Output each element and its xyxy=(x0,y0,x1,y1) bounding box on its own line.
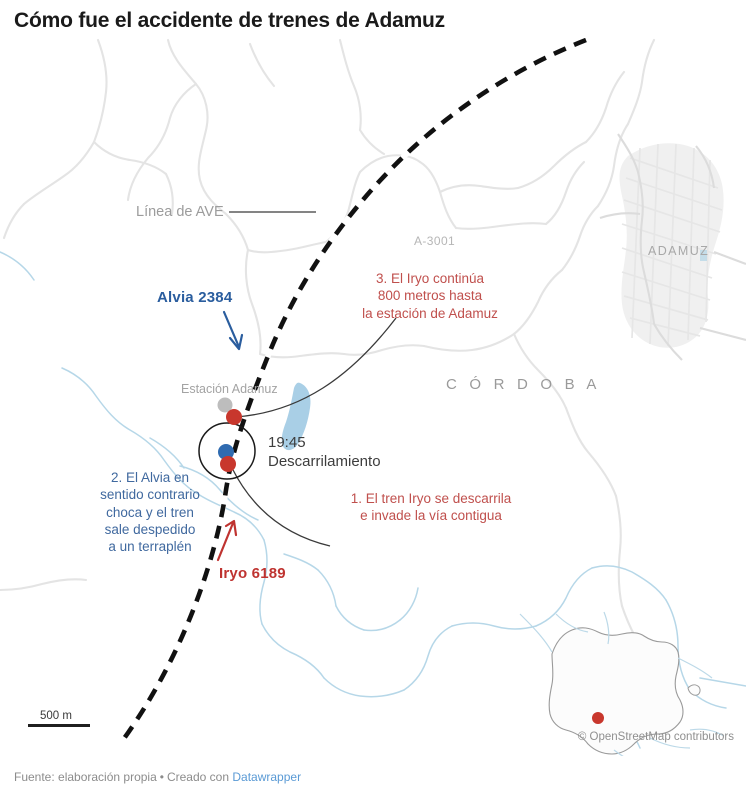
annotation-2-line-1: 2. El Alvia en xyxy=(110,470,190,485)
iryo-direction-arrow xyxy=(216,519,238,562)
water-features xyxy=(0,251,746,749)
annotation-2-line-3: choca y el tren xyxy=(106,504,194,520)
accident-circle xyxy=(198,422,256,480)
adamuz-urban-area xyxy=(599,133,746,361)
station-marker xyxy=(217,397,233,413)
footer: Fuente: elaboración propia•Creado con Da… xyxy=(14,770,301,784)
province-label: C Ó R D O B A xyxy=(446,376,601,393)
inset-location-marker xyxy=(592,712,604,724)
iryo-final-marker xyxy=(226,409,242,425)
footer-created-prefix: Creado con xyxy=(166,770,230,784)
event-time: 19:45 xyxy=(268,434,306,451)
event-label: Descarrilamiento xyxy=(268,453,381,470)
alvia-direction-arrow xyxy=(222,310,244,351)
annotation-2-line-2: sentido contrario xyxy=(100,487,200,503)
station-label: Estación Adamuz xyxy=(181,382,278,396)
annotation-1-line-1: 1. El tren Iryo se descarrila xyxy=(350,491,512,506)
spain-inset-map xyxy=(519,611,725,756)
osm-attribution[interactable]: © OpenStreetMap contributors xyxy=(577,731,734,743)
datawrapper-link[interactable]: Datawrapper xyxy=(232,770,302,784)
road-label: A-3001 xyxy=(414,234,456,248)
iryo-train-label: Iryo 6189 xyxy=(219,565,286,582)
annotation-1-line-2: e invade la vía contigua xyxy=(360,508,502,524)
annotation-3-line-1: 3. El Iryo continúa xyxy=(375,271,485,286)
annotation-1: 1. El tren Iryo se descarrila e invade l… xyxy=(333,490,529,525)
scale-label: 500 m xyxy=(40,710,72,722)
scale-bar: 500 m xyxy=(28,710,148,727)
note1-leader xyxy=(231,467,331,547)
map-vector-layer xyxy=(0,38,746,756)
scale-rule xyxy=(28,724,90,727)
page-title: Cómo fue el accidente de trenes de Adamu… xyxy=(14,9,445,32)
annotation-3: 3. El Iryo continúa 800 metros hasta la … xyxy=(337,270,523,322)
iryo-derail-marker xyxy=(220,456,236,472)
annotation-2: 2. El Alvia en sentido contrario choca y… xyxy=(80,469,220,555)
ave-railway-line xyxy=(117,38,588,746)
annotation-2-line-5: a un terraplén xyxy=(108,539,192,555)
footer-source: Fuente: elaboración propia xyxy=(14,770,157,784)
annotation-2-line-4: sale despedido xyxy=(104,521,196,537)
town-label: ADAMUZ xyxy=(648,244,710,258)
note3-leader xyxy=(235,317,397,418)
alvia-marker xyxy=(218,444,234,460)
annotation-3-line-3: la estación de Adamuz xyxy=(362,305,498,321)
annotation-3-line-2: 800 metros hasta xyxy=(377,288,483,304)
alvia-train-label: Alvia 2384 xyxy=(157,289,233,306)
footer-separator: • xyxy=(159,770,164,784)
map-canvas[interactable]: C Ó R D O B A ADAMUZ A-3001 Estación Ada… xyxy=(0,38,746,756)
ave-line-label: Línea de AVE xyxy=(136,204,224,220)
